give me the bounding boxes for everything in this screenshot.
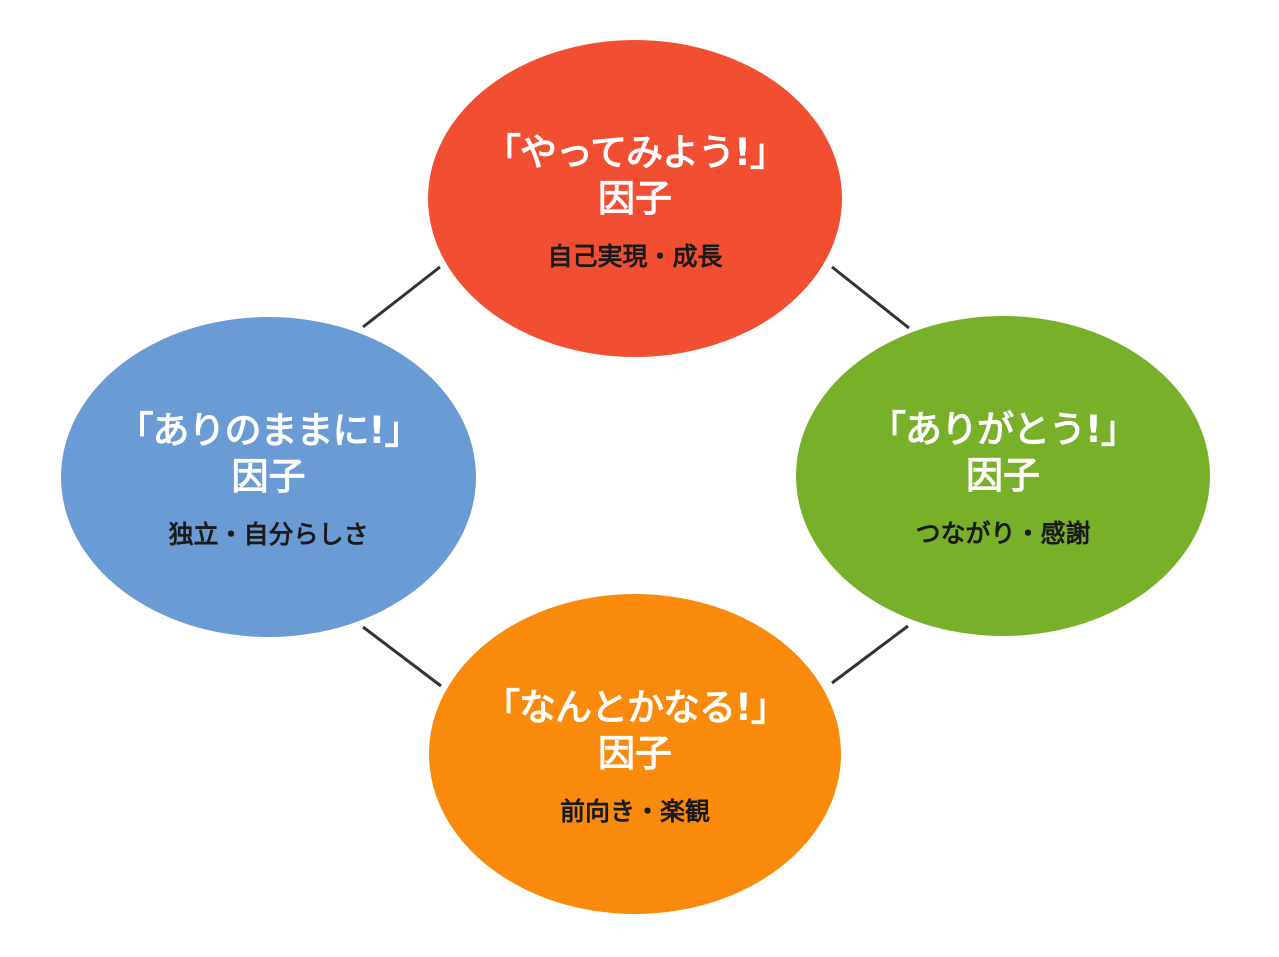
factor-title: 「ありがとう!」 — [869, 408, 1138, 451]
factor-description: 独立・自分らしさ — [168, 520, 369, 549]
factor-suffix: 因子 — [966, 454, 1040, 497]
factor-suffix: 因子 — [231, 455, 306, 498]
factor-title: 「やってみよう!」 — [483, 130, 787, 174]
factor-yattemiyou: 「やってみよう!」 因子 自己実現・成長 — [428, 40, 842, 357]
connector-top-left — [362, 265, 441, 329]
factor-suffix: 因子 — [598, 732, 672, 775]
factor-description: 前向き・楽観 — [559, 797, 710, 826]
factor-arigatou: 「ありがとう!」 因子 つながり・感謝 — [796, 316, 1210, 636]
connector-top-right — [831, 265, 910, 330]
factor-title: 「なんとかなる!」 — [483, 686, 788, 729]
factor-description: 自己実現・成長 — [547, 241, 723, 271]
connector-right-bottom — [831, 624, 909, 685]
factor-arinomamani: 「ありのままに!」 因子 独立・自分らしさ — [61, 317, 476, 637]
factor-title: 「ありのままに!」 — [116, 409, 422, 452]
factor-suffix: 因子 — [598, 176, 672, 220]
factor-description: つながり・感謝 — [915, 519, 1091, 548]
factor-nantokanaru: 「なんとかなる!」 因子 前向き・楽観 — [429, 594, 841, 914]
connector-left-bottom — [362, 625, 442, 688]
